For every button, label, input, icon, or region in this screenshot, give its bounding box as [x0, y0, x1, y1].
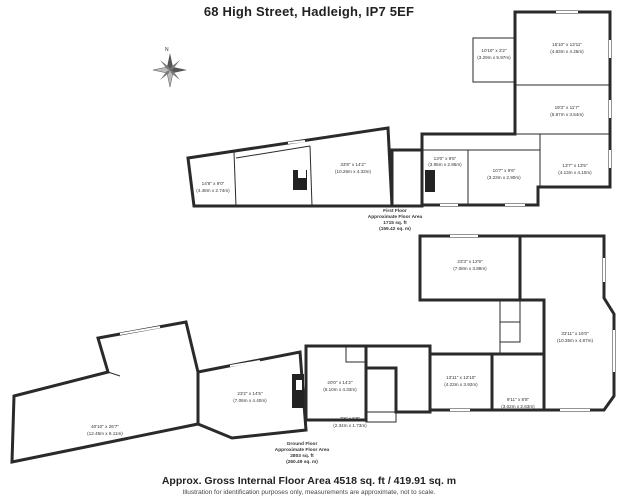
room-dimension-metric: (4.83m x 4.25m) — [550, 49, 584, 54]
room-dimension: 13'0" x 9'5" — [434, 156, 457, 161]
room-dimension: 23'3" x 12'9" — [457, 259, 483, 264]
room-dimension-metric: (3.29m x 5.97m) — [477, 55, 511, 60]
room-dimension-metric: (3.02m x 2.63m) — [501, 404, 535, 409]
room-dimension: 23'2" x 14'5" — [237, 391, 263, 396]
room-dimension-metric: (7.08m x 3.89m) — [453, 266, 487, 271]
room-dimension: 13'7" x 13'5" — [562, 163, 588, 168]
total-floor-area: Approx. Gross Internal Floor Area 4518 s… — [161, 475, 457, 487]
ground-floor-room-labels: 23'3" x 12'9" (7.08m x 3.89m) 33'11" x 1… — [87, 259, 593, 465]
svg-text:N: N — [165, 47, 169, 53]
room-dimension: 19'3" x 11'7" — [555, 105, 580, 110]
first-floor-plan — [186, 10, 612, 208]
room-dimension: 7'8" x 5'8" — [340, 416, 360, 421]
room-dimension: 13'11" x 12'10" — [446, 375, 476, 380]
room-dimension: 20'0" x 14'2" — [327, 380, 353, 385]
room-dimension-metric: (5.87m x 3.54m) — [550, 112, 584, 117]
room-dimension: 10'7" x 9'6" — [493, 168, 516, 173]
floor-area-sqm: (159.42 sq. m) — [379, 226, 411, 232]
room-dimension-metric: (12.45m x 8.11m) — [87, 431, 123, 436]
ground-floor-plan — [10, 234, 616, 464]
floor-area-sqft: 1715 sq. ft — [383, 220, 407, 226]
room-dimension-metric: (10.26m x 4.32m) — [335, 169, 371, 174]
floor-area-label: Approximate Floor Area — [275, 447, 330, 453]
room-dimension: 33'8" x 14'2" — [340, 162, 366, 167]
room-dimension: 40'10" x 26'7" — [91, 424, 119, 429]
compass-icon: N — [152, 47, 187, 88]
room-dimension-metric: (2.34m x 1.73m) — [333, 423, 367, 428]
room-dimension-metric: (4.48m x 2.74m) — [196, 188, 230, 193]
floor-area-label: Approximate Floor Area — [368, 214, 423, 220]
room-dimension: 33'11" x 16'0" — [561, 331, 589, 336]
room-dimension-metric: (10.35m x 4.87m) — [557, 338, 593, 343]
room-dimension-metric: (6.10m x 4.33m) — [323, 387, 357, 392]
floor-area-sqft: 2803 sq. ft — [290, 453, 314, 459]
room-dimension: 14'8" x 9'0" — [202, 181, 225, 186]
room-dimension-metric: (4.23m x 3.92m) — [444, 382, 478, 387]
room-dimension-metric: (3.23m x 2.90m) — [487, 175, 521, 180]
room-dimension-metric: (4.13m x 4.10m) — [558, 170, 592, 175]
floor-area-sqm: (260.49 sq. m) — [286, 459, 318, 465]
floor-label: First Floor — [383, 208, 407, 214]
room-dimension: 9'11" x 8'8" — [507, 397, 530, 402]
room-dimension: 15'10" x 13'11" — [552, 42, 582, 47]
floor-label: Ground Floor — [287, 441, 318, 447]
room-dimension-metric: (7.06m x 4.40m) — [233, 398, 267, 403]
first-floor-room-labels: 10'10" x 3'2" (3.29m x 5.97m) 15'10" x 1… — [196, 42, 592, 232]
room-dimension-metric: (3.95m x 2.86m) — [428, 162, 462, 167]
room-dimension: 10'10" x 3'2" — [481, 48, 507, 53]
page-title: 68 High Street, Hadleigh, IP7 5EF — [203, 4, 415, 19]
disclaimer: Illustration for identification purposes… — [182, 489, 436, 496]
